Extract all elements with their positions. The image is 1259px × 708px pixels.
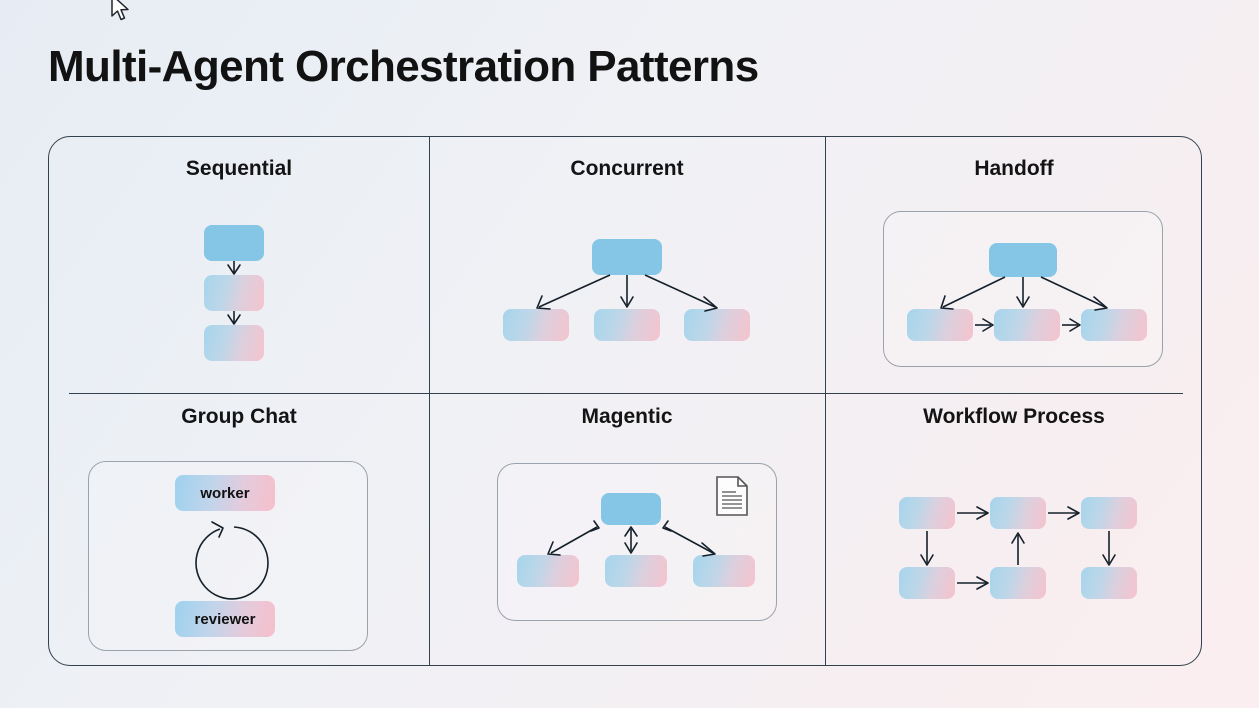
arrow-layer-concurrent — [536, 274, 718, 312]
pattern-diagram-workflow-process — [825, 443, 1201, 655]
pattern-cell-magentic[interactable]: Magentic — [429, 405, 825, 655]
pattern-title-sequential: Sequential — [185, 157, 293, 180]
arrow-layer-workflow-process — [920, 506, 1116, 590]
handoff-group-container — [883, 211, 1163, 367]
pattern-title-concurrent: Concurrent — [570, 157, 684, 180]
grid-divider-vertical-1 — [429, 137, 431, 665]
agent-node-step-2[interactable] — [204, 275, 264, 311]
agent-node-magentic-1[interactable] — [517, 555, 579, 587]
grid-divider-vertical-2 — [825, 137, 827, 665]
agent-node-orchestrator[interactable] — [601, 493, 661, 525]
agent-node-reviewer[interactable]: reviewer — [175, 601, 275, 637]
pattern-cell-concurrent[interactable]: Concurrent — [429, 157, 825, 393]
workflow-node-5[interactable] — [990, 567, 1046, 599]
pattern-cell-sequential[interactable]: Sequential — [49, 157, 429, 393]
workflow-node-2[interactable] — [990, 497, 1046, 529]
pattern-title-group-chat: Group Chat — [181, 405, 297, 428]
agent-node-primary[interactable] — [989, 243, 1057, 277]
pattern-title-workflow-process: Workflow Process — [923, 405, 1105, 428]
agent-node-handoff-3[interactable] — [1081, 309, 1147, 341]
workflow-node-1[interactable] — [899, 497, 955, 529]
agent-node-primary[interactable] — [592, 239, 662, 275]
agent-node-worker[interactable]: worker — [175, 475, 275, 511]
workflow-node-6[interactable] — [1081, 567, 1137, 599]
agent-node-handoff-2[interactable] — [994, 309, 1060, 341]
agent-node-magentic-3[interactable] — [693, 555, 755, 587]
pattern-cell-handoff[interactable]: Handoff — [825, 157, 1201, 393]
pattern-cell-workflow-process[interactable]: Workflow Process — [825, 405, 1201, 655]
agent-node-worker-2[interactable] — [594, 309, 660, 341]
pattern-diagram-handoff — [825, 195, 1201, 393]
pattern-diagram-concurrent — [429, 195, 825, 393]
agent-node-worker-1[interactable] — [503, 309, 569, 341]
agent-node-primary[interactable] — [204, 225, 264, 261]
mouse-pointer-icon — [111, 0, 129, 21]
patterns-grid: Sequential Concurrent — [48, 136, 1202, 666]
agent-node-magentic-2[interactable] — [605, 555, 667, 587]
agent-node-handoff-1[interactable] — [907, 309, 973, 341]
pattern-title-magentic: Magentic — [581, 405, 673, 428]
pattern-title-handoff: Handoff — [974, 157, 1054, 180]
document-icon — [716, 476, 748, 516]
pattern-cell-group-chat[interactable]: Group Chat worker reviewer — [49, 405, 429, 655]
pattern-diagram-magentic — [429, 443, 825, 655]
agent-node-step-3[interactable] — [204, 325, 264, 361]
pattern-diagram-sequential — [49, 195, 429, 393]
grid-divider-horizontal — [69, 393, 1183, 395]
pattern-diagram-group-chat: worker reviewer — [49, 443, 429, 655]
workflow-node-3[interactable] — [1081, 497, 1137, 529]
page-title: Multi-Agent Orchestration Patterns — [48, 42, 759, 91]
agent-node-worker-3[interactable] — [684, 309, 750, 341]
workflow-node-4[interactable] — [899, 567, 955, 599]
